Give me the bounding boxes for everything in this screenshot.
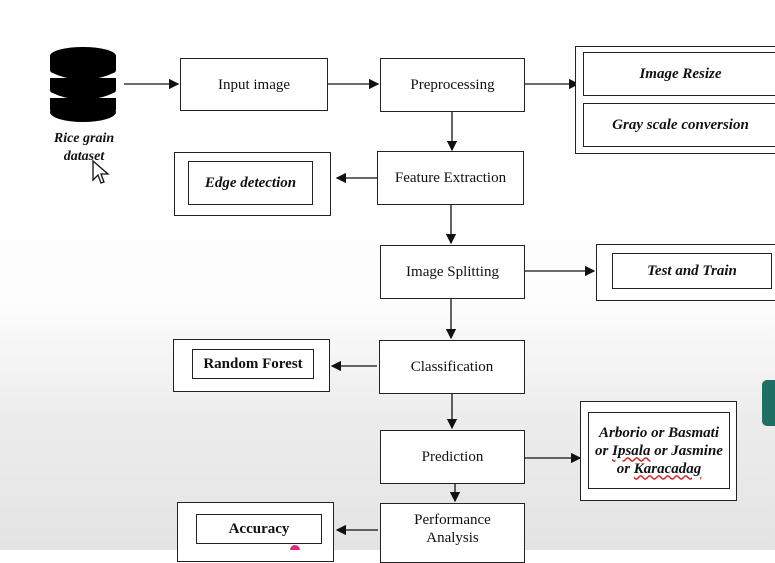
node-performance-analysis: Performance Analysis	[380, 503, 525, 563]
variety-ipsala: Ipsala	[612, 442, 651, 459]
varieties-line3: or Karacadag	[617, 460, 702, 478]
performance-line1: Performance	[414, 512, 491, 528]
node-feature-extraction: Feature Extraction	[377, 151, 524, 205]
node-classification: Classification	[379, 340, 525, 394]
mouse-cursor-icon	[92, 160, 110, 184]
node-accuracy: Accuracy	[196, 514, 322, 544]
pink-marker	[290, 545, 300, 550]
varieties-line3-prefix: or	[616, 460, 634, 477]
node-image-resize: Image Resize	[583, 52, 775, 96]
performance-line2: Analysis	[426, 530, 479, 546]
dataset-label-line2: dataset	[63, 149, 105, 164]
node-edge-detection: Edge detection	[188, 161, 313, 205]
partial-object-edge	[762, 380, 775, 426]
node-input-image: Input image	[180, 58, 328, 111]
node-rice-varieties: Arborio or Basmati or Ipsala or Jasmine …	[588, 412, 730, 489]
database-icon	[49, 47, 117, 122]
varieties-line2: or Ipsala or Jasmine	[595, 442, 723, 460]
varieties-line1: Arborio or Basmati	[598, 424, 720, 441]
node-gray-scale-conversion: Gray scale conversion	[583, 103, 775, 147]
variety-karacadag: Karacadag	[633, 460, 702, 477]
node-random-forest: Random Forest	[192, 349, 314, 379]
dataset-label: Rice grain dataset	[44, 130, 124, 166]
node-preprocessing: Preprocessing	[380, 58, 525, 112]
dataset-label-line1: Rice grain	[53, 131, 115, 146]
varieties-line2-prefix: or	[595, 442, 613, 459]
node-image-splitting: Image Splitting	[380, 245, 525, 299]
node-test-and-train: Test and Train	[612, 253, 772, 289]
varieties-line2-suffix: or Jasmine	[650, 442, 723, 459]
flow-arrows	[124, 78, 596, 536]
node-prediction: Prediction	[380, 430, 525, 484]
